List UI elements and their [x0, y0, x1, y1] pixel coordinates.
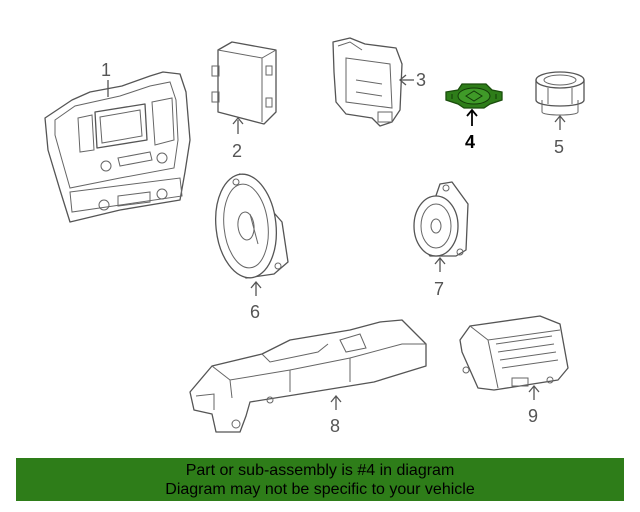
- part-1-center-bezel[interactable]: [44, 71, 191, 223]
- callout-4: 4: [465, 132, 475, 152]
- callout-2: 2: [232, 141, 242, 161]
- part-4-highlighted[interactable]: [445, 83, 503, 109]
- callout-1: 1: [101, 60, 111, 80]
- part-9-amplifier[interactable]: [459, 315, 569, 391]
- info-banner: Part or sub-assembly is #4 in diagram Di…: [16, 458, 624, 501]
- callout-8: 8: [330, 416, 340, 436]
- callout-5: 5: [554, 137, 564, 157]
- callout-7: 7: [434, 279, 444, 299]
- callout-3: 3: [416, 70, 426, 90]
- callout-6: 6: [250, 302, 260, 322]
- callout-9: 9: [528, 406, 538, 426]
- banner-line-1: Part or sub-assembly is #4 in diagram: [185, 461, 455, 479]
- part-7-speaker[interactable]: [413, 181, 469, 257]
- banner-line-2: Diagram may not be specific to your vehi…: [165, 480, 475, 498]
- part-5-grommet[interactable]: [535, 71, 585, 116]
- part-8-enclosure[interactable]: [189, 319, 427, 433]
- part-2-control-module[interactable]: [211, 41, 277, 125]
- parts-diagram: 1 2 3 4 5: [44, 37, 585, 436]
- part-3-bracket[interactable]: [332, 37, 403, 127]
- part-6-speaker[interactable]: [211, 171, 289, 281]
